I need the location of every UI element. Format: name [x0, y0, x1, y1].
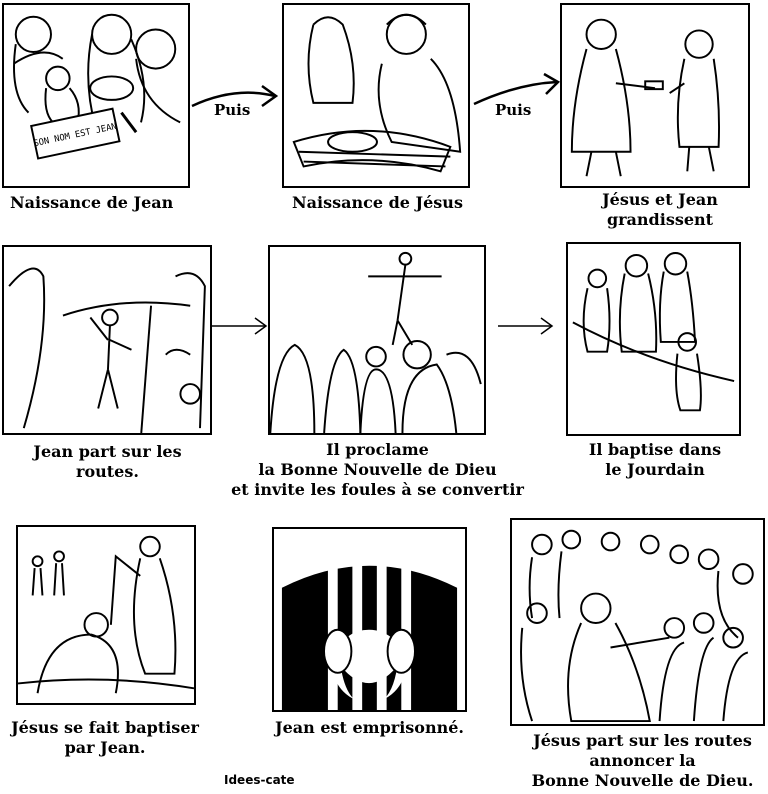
arrow-row2-1	[212, 317, 268, 335]
caption-jesus-part: Jésus part sur les routes annoncer la Bo…	[531, 731, 754, 790]
illustration-grandissent	[570, 18, 721, 177]
arrow-puis-2	[473, 72, 561, 106]
illustration-jesus-part	[520, 529, 754, 723]
caption-grandissent: Jésus et Jean grandissent	[602, 190, 718, 229]
panel-jesus-baptise	[16, 525, 196, 705]
caption-naissance-jean: Naissance de Jean	[10, 193, 174, 212]
footer-credit: Idees-cate	[224, 773, 295, 787]
illustration-proclame	[270, 251, 482, 433]
caption-jesus-baptise: Jésus se fait baptiser par Jean.	[11, 718, 199, 757]
arrow-row2-2	[498, 317, 554, 335]
illustration-jean-part	[8, 267, 206, 433]
illustration-jesus-baptise	[18, 535, 194, 694]
panel-jean-part	[2, 245, 212, 435]
panel-jesus-part	[510, 518, 765, 726]
caption-emprisonne: Jean est emprisonné.	[275, 718, 464, 737]
caption-proclame: Il proclame la Bonne Nouvelle de Dieu et…	[231, 440, 524, 499]
panel-jesus-jean-grandissent	[560, 3, 750, 188]
illustration-naissance-jesus	[292, 13, 462, 173]
panel-jean-emprisonne	[272, 527, 467, 712]
illustration-emprisonne	[281, 560, 458, 710]
panel-il-baptise	[566, 242, 741, 436]
label-puis-1: Puis	[214, 101, 251, 119]
arrow-puis-1	[191, 84, 279, 108]
panel-naissance-jean: SON NOM EST JEAN	[2, 3, 190, 188]
caption-naissance-jesus: Naissance de Jésus	[292, 193, 463, 212]
illustration-naissance-jean: SON NOM EST JEAN	[13, 13, 181, 160]
sign-board	[30, 107, 121, 160]
label-puis-2: Puis	[495, 101, 532, 119]
illustration-baptise	[572, 252, 735, 412]
caption-baptise: Il baptise dans le Jourdain	[588, 440, 722, 479]
caption-jean-part: Jean part sur les routes.	[33, 442, 182, 481]
panel-il-proclame	[268, 245, 486, 435]
panel-naissance-jesus	[282, 3, 470, 188]
